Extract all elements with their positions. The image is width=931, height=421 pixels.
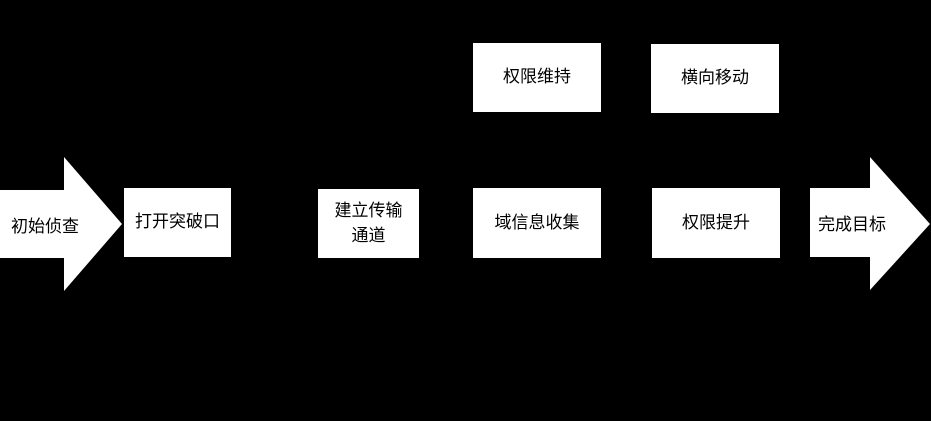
- step-lateral-movement: 横向移动: [651, 44, 779, 113]
- end-arrow-label: 完成目标: [818, 215, 886, 235]
- step-persistence: 权限维持: [473, 43, 601, 112]
- step-build-channel: 建立传输通道: [318, 189, 419, 258]
- start-arrow-label: 初始侦查: [11, 216, 79, 237]
- step-privilege-escalation: 权限提升: [652, 188, 780, 258]
- start-arrow-shape: [0, 157, 122, 291]
- end-arrow-shape: [810, 157, 930, 290]
- step-domain-info: 域信息收集: [473, 188, 601, 258]
- step-open-breach: 打开突破口: [124, 188, 231, 257]
